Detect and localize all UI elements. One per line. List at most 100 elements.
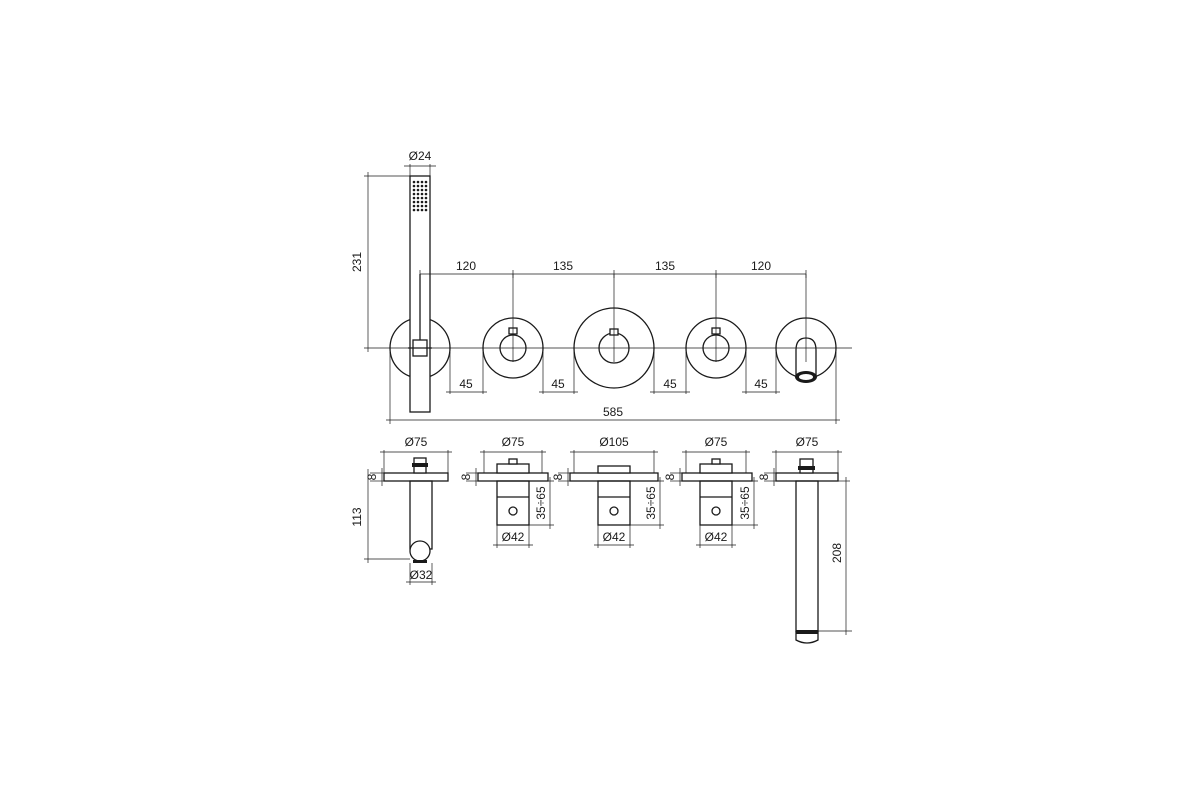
spray-nozzle [424,208,428,212]
holder-side-view: Ø75 8 113 Ø32 [350,435,452,585]
port-icon [609,506,619,516]
plate-thickness-label: 8 [757,473,771,480]
spray-nozzle [424,204,428,208]
spray-nozzle [420,208,424,212]
knob [699,463,733,474]
gap-label: 45 [754,377,768,391]
spray-nozzle [424,184,428,188]
spray-nozzle [424,180,428,184]
gap-label: 45 [551,377,565,391]
valve-left-side-view: Ø75 8 35÷65 Ø42 [459,435,554,548]
plate-thickness-label: 8 [365,473,379,480]
plate-diameter-label: Ø75 [796,435,819,449]
connector-thread [798,466,815,470]
holder-arm [409,480,433,550]
spout-tip [795,631,819,644]
spacing-label: 135 [553,259,573,273]
plate-thickness-label: 8 [459,473,473,480]
spray-nozzle [416,200,420,204]
wall-plate [775,472,839,482]
wall-plate [569,472,659,482]
outlet-diameter-label: Ø32 [410,568,433,582]
spray-nozzle [416,196,420,200]
port-icon [508,506,518,516]
spray-nozzle [424,200,428,204]
projection-label: 208 [830,543,844,563]
plate-diameter-label: Ø75 [405,435,428,449]
spray-face-icon [412,180,428,212]
spacing-label: 120 [456,259,476,273]
plate-diameter-label: Ø105 [599,435,629,449]
gap-label: 45 [663,377,677,391]
valve-body [496,480,530,526]
spray-nozzle [420,180,424,184]
outlet-icon [409,540,431,562]
depth-range-label: 35÷65 [534,486,548,520]
front-view: 120 135 135 120 45 45 45 45 [350,149,852,424]
spacing-label: 135 [655,259,675,273]
valve-center-front [573,274,655,389]
side-views: Ø75 8 113 Ø32 Ø75 [350,435,852,644]
spray-nozzle [424,188,428,192]
depth-range-label: 35÷65 [644,486,658,520]
spray-nozzle [412,180,416,184]
spray-nozzle [420,204,424,208]
plate-diameter-label: Ø75 [705,435,728,449]
spray-nozzle [416,180,420,184]
overall-width-label: 585 [603,405,623,419]
spray-nozzle [412,196,416,200]
spray-nozzle [416,192,420,196]
spout-side-view: Ø75 8 208 [757,435,852,644]
plate-thickness-label: 8 [663,473,677,480]
spray-nozzle [412,184,416,188]
spray-nozzle [420,188,424,192]
spray-nozzle [416,204,420,208]
wall-plate [477,472,549,482]
spray-nozzle [416,208,420,212]
handshower-dimensions: Ø24 231 [350,149,436,352]
spray-nozzle [412,188,416,192]
valve-left-front [482,274,544,379]
plate-thickness-label: 8 [551,473,565,480]
spout-front [775,274,837,383]
valve-right-front [685,274,747,379]
port-icon [711,506,721,516]
spacing-label: 120 [751,259,771,273]
valve-right-side-view: Ø75 8 35÷65 Ø42 [663,435,758,548]
knob-indicator [508,458,518,465]
valve-body [597,480,631,526]
gap-dimensions: 45 45 45 45 [446,352,780,394]
spray-nozzle [416,184,420,188]
knob-indicator [711,458,721,465]
spray-nozzle [420,196,424,200]
knob [496,463,530,474]
spray-nozzle [420,184,424,188]
spacing-dimensions: 120 135 135 120 [419,259,807,278]
spray-nozzle [424,192,428,196]
handshower-height-label: 231 [350,252,364,272]
depth-range-label: 35÷65 [738,486,752,520]
spray-nozzle [412,200,416,204]
handshower-front [389,175,451,413]
spout-arm [795,480,819,632]
knob [597,465,631,474]
aerator-icon [796,630,818,634]
spray-nozzle [420,200,424,204]
gap-label: 45 [459,377,473,391]
wall-plate [681,472,753,482]
handshower-diameter-label: Ø24 [409,149,432,163]
projection-label: 113 [350,507,364,526]
connector-thread [412,463,428,467]
spray-nozzle [412,192,416,196]
wall-plate [383,472,449,482]
spray-nozzle [424,196,428,200]
valve-center-side-view: Ø105 8 35÷65 Ø42 [551,435,664,548]
plate-diameter-label: Ø75 [502,435,525,449]
spray-nozzle [420,192,424,196]
spray-nozzle [412,204,416,208]
outlet-thread [413,560,427,563]
body-diameter-label: Ø42 [603,530,626,544]
spray-nozzle [412,208,416,212]
overall-width-dimension: 585 [386,352,840,424]
